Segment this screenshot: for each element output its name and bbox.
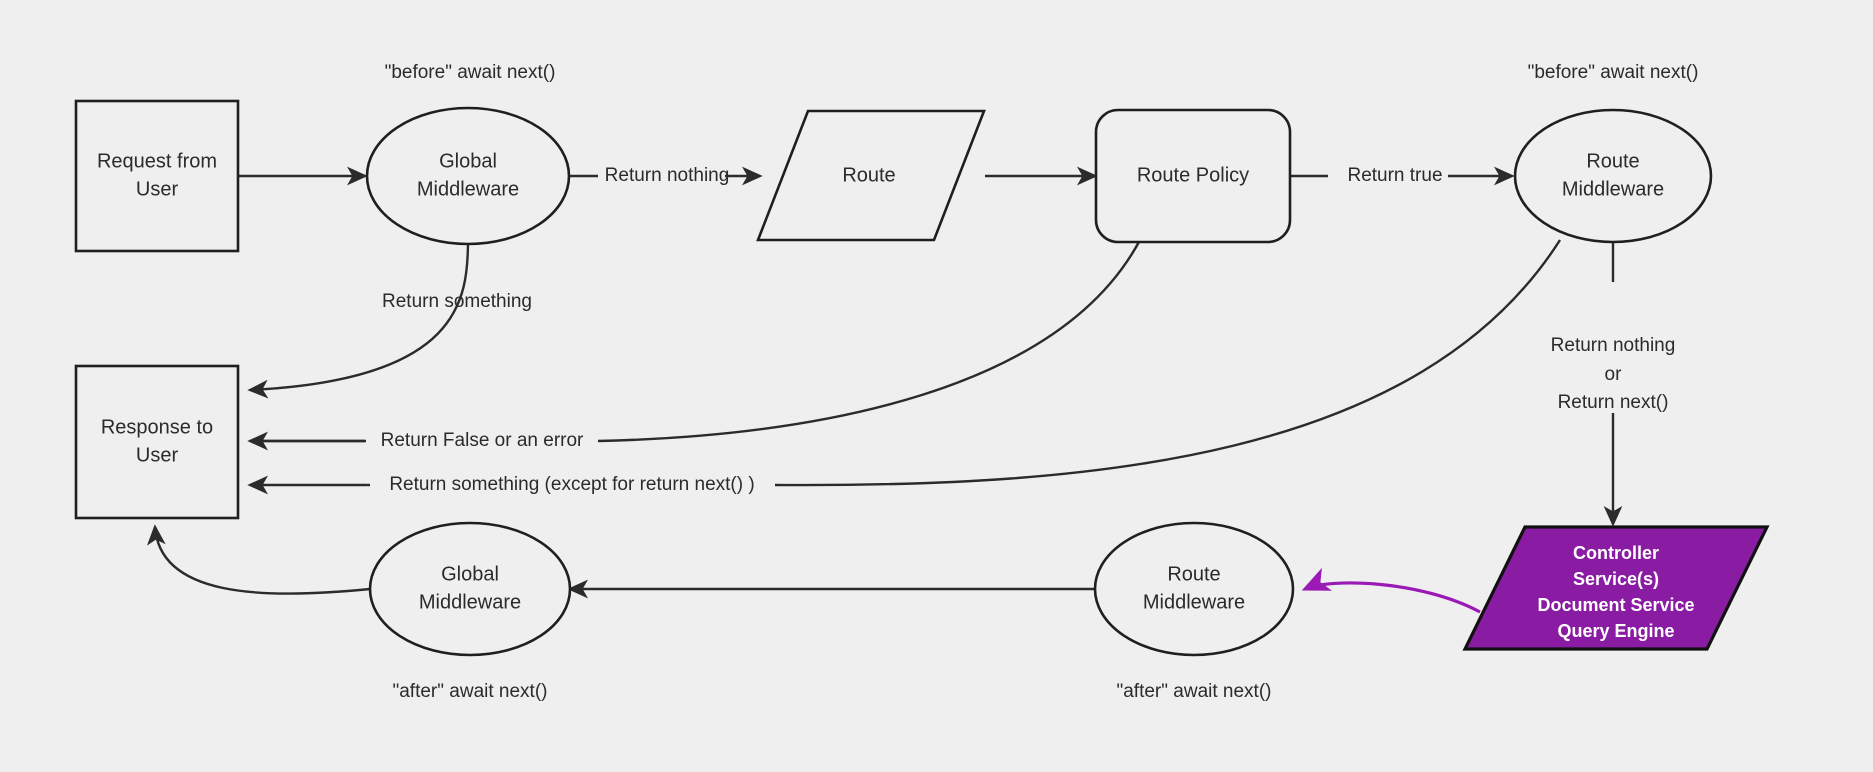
- node-route-middleware-top-line2: Middleware: [1562, 178, 1664, 200]
- node-global-middleware-top[interactable]: [365, 106, 571, 246]
- edge-label-return-something-except: Return something (except for return next…: [389, 474, 754, 495]
- annotation-after-await-next-left: "after" await next(): [393, 681, 548, 702]
- node-route-policy[interactable]: [1094, 108, 1292, 244]
- node-controller-services-line2: Service(s): [1573, 569, 1659, 589]
- annotation-after-await-next-right: "after" await next(): [1117, 681, 1272, 702]
- edge-label-return-true: Return true: [1347, 165, 1442, 186]
- edge-label-return-nothing-or-next-line3: Return next(): [1558, 392, 1669, 413]
- node-route-middleware-top[interactable]: [1513, 108, 1713, 244]
- node-response-to-user-line2: User: [136, 444, 179, 466]
- node-controller-services-line3: Document Service: [1537, 595, 1694, 615]
- edge-label-return-something: Return something: [382, 291, 532, 312]
- node-request-from-user-line2: User: [136, 178, 179, 200]
- edge-label-return-nothing-or-next-line1: Return nothing: [1551, 335, 1676, 356]
- node-route-middleware-bottom[interactable]: [1093, 521, 1295, 657]
- edge-route-policy-to-response-b: [597, 239, 1142, 443]
- node-controller-services[interactable]: [1462, 525, 1770, 651]
- node-response-to-user[interactable]: [74, 364, 240, 520]
- node-controller-services-line1: Controller: [1573, 543, 1659, 563]
- node-global-middleware-bottom-line2: Middleware: [419, 591, 521, 613]
- node-request-from-user-line1: Request from: [97, 150, 217, 172]
- edge-label-return-nothing-or-next-line2: or: [1605, 364, 1623, 385]
- edge-global-middleware-bottom-to-response: [146, 524, 371, 595]
- node-route[interactable]: [756, 109, 986, 242]
- node-route-middleware-bottom-line2: Middleware: [1143, 591, 1245, 613]
- node-route-policy-label: Route Policy: [1137, 164, 1249, 186]
- node-global-middleware-top-line1: Global: [439, 150, 497, 172]
- node-request-from-user[interactable]: [74, 99, 240, 253]
- edge-route-middleware-to-response-b: [774, 239, 1562, 487]
- node-response-to-user-line1: Response to: [101, 416, 213, 438]
- edge-label-return-false-or-error: Return False or an error: [381, 430, 584, 451]
- edge-global-middleware-to-response-curve: [247, 239, 470, 399]
- node-route-label: Route: [842, 164, 895, 186]
- edge-label-return-nothing: Return nothing: [605, 165, 730, 186]
- node-route-middleware-bottom-line1: Route: [1167, 563, 1220, 585]
- edge-controller-to-route-middleware-bottom: [1301, 567, 1481, 614]
- node-controller-services-line4: Query Engine: [1557, 621, 1674, 641]
- node-global-middleware-bottom[interactable]: [368, 521, 572, 657]
- annotation-before-await-next-right: "before" await next(): [1528, 62, 1699, 83]
- annotation-before-await-next-left: "before" await next(): [385, 62, 556, 83]
- node-global-middleware-top-line2: Middleware: [417, 178, 519, 200]
- node-route-middleware-top-line1: Route: [1586, 150, 1639, 172]
- node-global-middleware-bottom-line1: Global: [441, 563, 499, 585]
